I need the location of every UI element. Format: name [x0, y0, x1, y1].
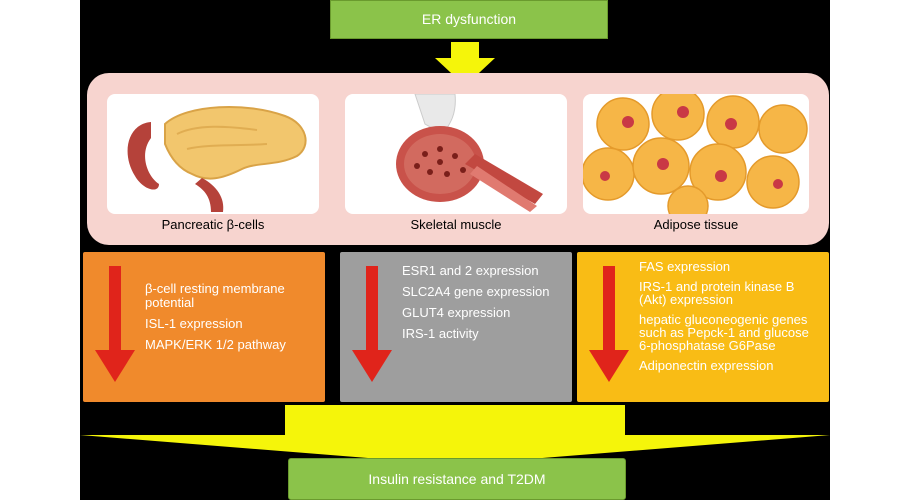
tissue-panel: Pancreatic β-cells Skeletal muscle: [87, 73, 829, 245]
tissue-label-pancreas: Pancreatic β-cells: [161, 217, 265, 232]
effect-item: IRS-1 and protein kinase B (Akt) express…: [639, 279, 795, 307]
effect-item: β-cell resting membrane potential: [145, 281, 285, 310]
adipose-tissue-image: [583, 94, 809, 214]
skeletal-muscle-image: [345, 94, 567, 214]
effect-item: ESR1 and 2 expression: [402, 263, 539, 278]
down-arrow-bottom: [80, 405, 830, 465]
effect-item: Adiponectin expression: [639, 358, 774, 373]
diagram-stage: ER dysfunction Pancreatic β-cells: [80, 0, 830, 500]
decrease-arrow-pancreas: [95, 266, 135, 382]
pancreas-effects-box: β-cell resting membrane potential ISL-1 …: [83, 252, 325, 402]
er-dysfunction-box: ER dysfunction: [330, 0, 608, 39]
effect-item: MAPK/ERK 1/2 pathway: [145, 337, 286, 352]
effect-item: IRS-1 activity: [402, 326, 479, 341]
decrease-arrow-adipose: [589, 266, 629, 382]
effect-item: GLUT4 expression: [402, 305, 511, 320]
decrease-arrow-muscle: [352, 266, 392, 382]
tissue-label-adipose: Adipose tissue: [653, 217, 739, 232]
pancreas-image: [107, 94, 319, 214]
down-arrow-top: [435, 42, 495, 86]
insulin-resistance-box: Insulin resistance and T2DM: [288, 458, 626, 500]
effect-item: SLC2A4 gene expression: [402, 284, 550, 299]
effect-item: hepatic gluconeogenic genes such as Pepc…: [639, 312, 809, 353]
adipose-effects-box: FAS expression IRS-1 and protein kinase …: [577, 252, 829, 402]
effect-item: FAS expression: [639, 259, 731, 274]
tissue-label-muscle: Skeletal muscle: [410, 217, 502, 232]
effect-item: ISL-1 expression: [145, 316, 243, 331]
muscle-effects-box: ESR1 and 2 expression SLC2A4 gene expres…: [340, 252, 572, 402]
